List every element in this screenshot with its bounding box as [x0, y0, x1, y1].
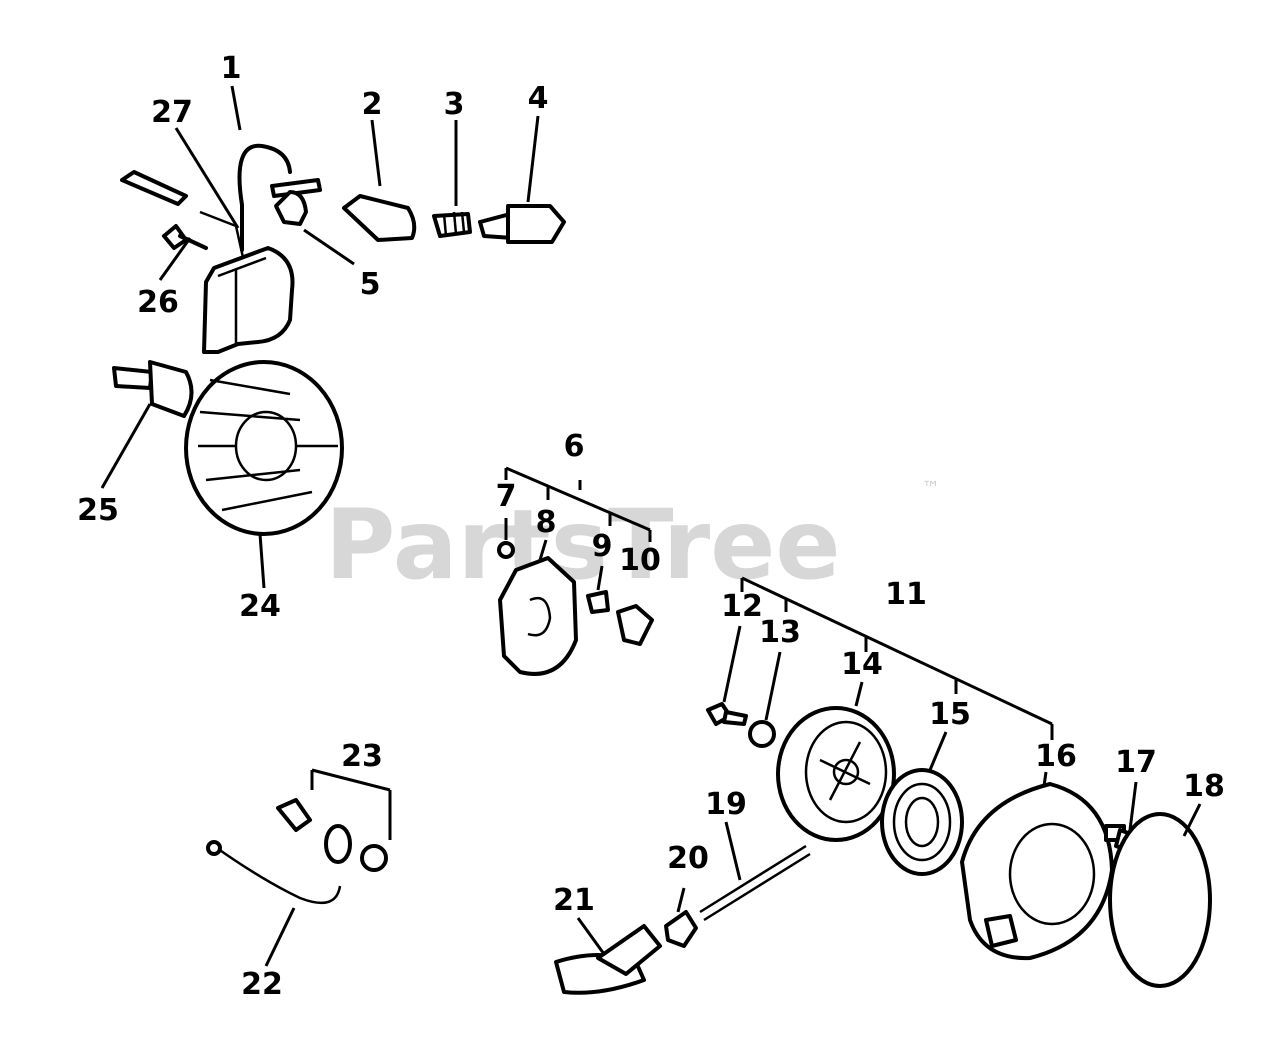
label-9: 9 — [592, 529, 613, 564]
part-13-washer — [748, 720, 776, 748]
part-23-switch-assembly — [276, 768, 392, 872]
watermark-trademark: ™ — [922, 478, 940, 499]
label-6: 6 — [564, 429, 585, 464]
part-22-ground-wire — [206, 840, 342, 905]
callout-labels: 1 2 3 4 5 6 7 8 9 10 11 12 13 14 15 16 1… — [77, 51, 1225, 1002]
part-18-gasket — [1108, 812, 1212, 988]
label-23: 23 — [341, 739, 383, 774]
label-20: 20 — [667, 841, 709, 876]
part-15-recoil-spring — [880, 768, 964, 876]
part-9-spring — [586, 590, 610, 614]
part-3-spring — [432, 211, 472, 238]
label-11: 11 — [885, 577, 927, 612]
label-15: 15 — [929, 697, 971, 732]
part-4-spark-plug — [478, 204, 566, 244]
label-5: 5 — [360, 267, 381, 302]
part-25-stud — [112, 360, 194, 418]
part-21-handle — [554, 924, 662, 995]
label-22: 22 — [241, 967, 283, 1002]
part-16-starter-housing — [960, 782, 1114, 961]
label-3: 3 — [444, 87, 465, 122]
part-1-lead-wire — [237, 143, 322, 252]
part-8-clutch-shoe — [498, 556, 578, 676]
label-10: 10 — [619, 543, 661, 578]
label-24: 24 — [239, 589, 281, 624]
part-10-pin — [616, 604, 654, 646]
label-1: 1 — [221, 51, 242, 86]
label-4: 4 — [528, 81, 549, 116]
part-14-pulley — [776, 706, 896, 842]
label-7: 7 — [496, 479, 517, 514]
part-24-flywheel — [184, 360, 344, 536]
label-19: 19 — [705, 787, 747, 822]
label-12: 12 — [721, 589, 763, 624]
label-27: 27 — [151, 95, 193, 130]
label-13: 13 — [759, 615, 801, 650]
part-26-bolt — [162, 224, 208, 250]
part-11-bracket — [740, 576, 1054, 740]
label-18: 18 — [1183, 769, 1225, 804]
part-6-bracket — [504, 466, 652, 542]
ignition-coil — [202, 246, 295, 354]
label-14: 14 — [841, 647, 883, 682]
label-8: 8 — [536, 505, 557, 540]
label-26: 26 — [137, 285, 179, 320]
watermark-text: PartsTree — [325, 489, 840, 601]
label-17: 17 — [1115, 745, 1157, 780]
part-7-clip — [497, 541, 515, 559]
label-25: 25 — [77, 493, 119, 528]
part-20-grommet — [664, 910, 698, 948]
label-2: 2 — [362, 87, 383, 122]
label-21: 21 — [553, 883, 595, 918]
leader-lines — [100, 85, 1202, 967]
part-2-plug-boot — [342, 194, 417, 242]
label-16: 16 — [1035, 739, 1077, 774]
part-19-rope — [699, 844, 811, 922]
part-5-clip — [274, 190, 308, 226]
part-12-bolt — [706, 702, 748, 726]
